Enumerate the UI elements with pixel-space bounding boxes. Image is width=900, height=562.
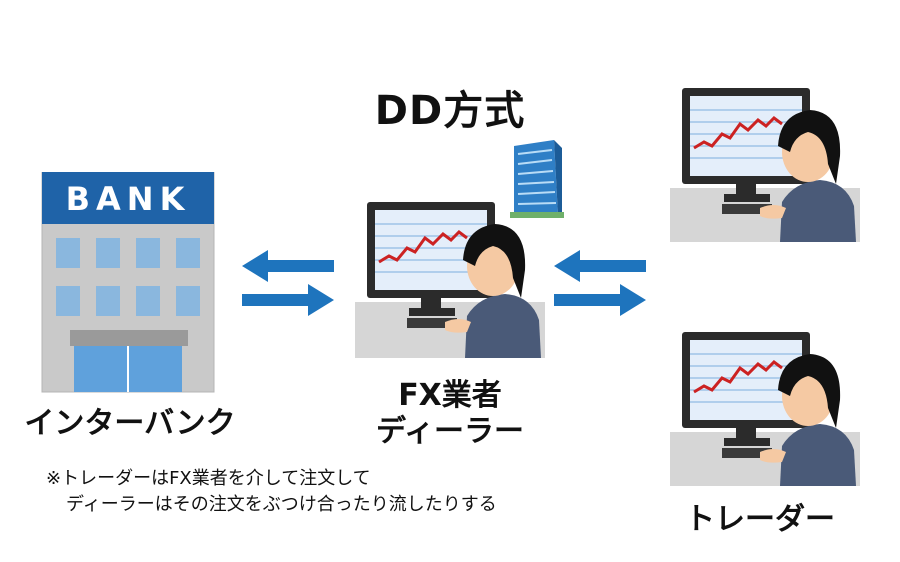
bank-building-icon: BANK xyxy=(41,172,215,393)
office-building-icon xyxy=(510,140,564,218)
dealer-label-line1: FX業者 xyxy=(398,378,502,413)
bank-sign: BANK xyxy=(66,180,191,218)
diagram-title: DD方式 xyxy=(374,88,526,134)
trader-computer-icon xyxy=(670,88,860,242)
footnote-line1: ※トレーダーはFX業者を介して注文して xyxy=(46,468,371,489)
dealer-label: FX業者 ディーラー xyxy=(340,378,560,450)
exchange-arrows-left-icon xyxy=(242,250,334,316)
exchange-arrows-right-icon xyxy=(554,250,646,316)
footnote-line2: ディーラーはその注文をぶつけ合ったり流したりする xyxy=(66,494,497,515)
dealer-label-line2: ディーラー xyxy=(376,414,524,449)
dealer-computer-icon xyxy=(355,202,545,358)
footnote: ※トレーダーはFX業者を介して注文して ディーラーはその注文をぶつけ合ったり流し… xyxy=(46,466,497,518)
trader-computer-icon xyxy=(670,332,860,486)
bank-label: インターバンク xyxy=(24,406,236,441)
trader-label: トレーダー xyxy=(685,502,835,537)
